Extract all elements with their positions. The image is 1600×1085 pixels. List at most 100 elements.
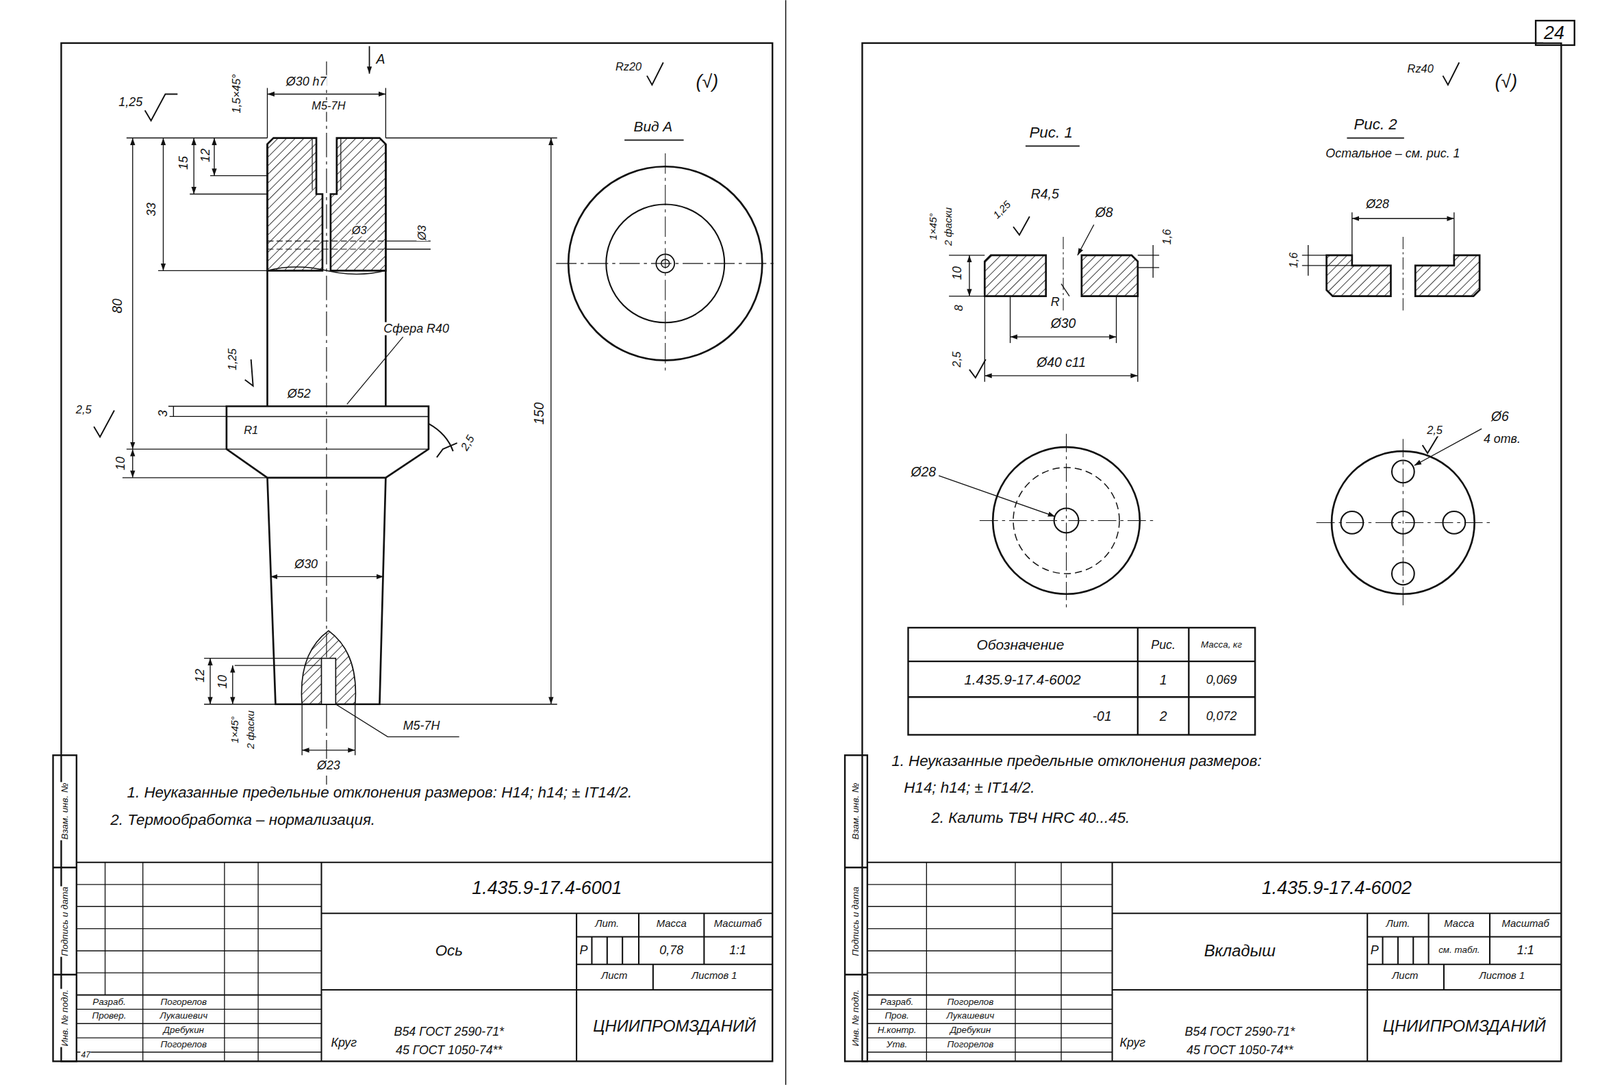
drawing-text: 12 — [198, 147, 212, 163]
drawing-text: Ø23 — [316, 758, 341, 772]
drawing-text: Сфера R40 — [382, 322, 450, 336]
drawing-text: 3 — [156, 409, 170, 418]
insert-drawing — [1063, 236, 1064, 311]
drawing-text: Инв. № подл. — [60, 989, 70, 1048]
drawing-text: В54 ГОСТ 2590-71* — [1184, 1024, 1297, 1038]
drawing-text: Листов 1 — [1478, 971, 1527, 983]
drawing-text: Погорелов — [946, 997, 995, 1008]
drawing-text: 1.435.9-17.4-6001 — [471, 878, 623, 898]
axle-drawing — [226, 406, 429, 478]
insert-drawing — [984, 255, 1046, 297]
drawing-text: Масса — [655, 919, 688, 931]
insert-drawing — [1402, 438, 1404, 608]
drawing-text: ЦНИИПРОМЗДАНИЙ — [1382, 1018, 1547, 1036]
dimension-lines — [270, 576, 384, 578]
insert-dimensions — [1307, 245, 1309, 276]
title-block — [606, 937, 608, 965]
insert-dimensions — [968, 255, 970, 297]
title-block — [257, 862, 259, 1062]
insert-drawing — [1326, 255, 1392, 297]
dimension-lines — [204, 703, 302, 705]
insert-dimensions — [1137, 267, 1160, 268]
drawing-text: Rz40 — [1406, 63, 1435, 76]
dimension-lines — [301, 749, 356, 751]
drawing-text: Провер. — [91, 1011, 127, 1021]
dimension-lines — [385, 137, 557, 139]
drawing-text: 2,5 — [75, 404, 93, 417]
drawing-text: 1×45° — [230, 715, 241, 745]
drawing-text: 45 ГОСТ 1050-74** — [395, 1043, 504, 1057]
title-block — [867, 994, 1113, 996]
drawing-text: Вид А — [632, 119, 673, 135]
drawing-text: 2. Калить ТВЧ HRC 40...45. — [930, 810, 1131, 827]
dimension-lines — [267, 88, 268, 139]
roughness-signs — [93, 410, 115, 437]
drawing-text: Круг — [1119, 1036, 1147, 1050]
drawing-text: 80 — [110, 297, 124, 315]
sheet-frame — [53, 0, 1575, 1085]
drawing-text: Масса, кг — [1200, 640, 1243, 650]
insert-dimensions — [1137, 254, 1160, 256]
drawing-text: 1:1 — [1516, 943, 1535, 957]
title-block — [867, 884, 1113, 1053]
axle-drawing — [226, 448, 429, 450]
insert-dimensions — [1077, 224, 1095, 256]
spec-table — [907, 660, 1255, 663]
dimension-lines — [267, 93, 386, 95]
drawing-text: Р — [1369, 943, 1380, 957]
drawing-text: Ø28 — [910, 464, 938, 478]
drawing-text: 2,5 — [950, 350, 963, 368]
drawing-text: (√) — [695, 71, 720, 92]
title-block — [320, 862, 322, 1062]
drawing-text: 1. Неуказанные предельные отклонения раз… — [890, 753, 1262, 769]
drawing-text: Инв. № подл. — [851, 989, 861, 1048]
drawing-text: Рис. — [1150, 638, 1177, 652]
drawing-text: Ø3 — [351, 224, 368, 237]
drawing-text: Дребукин — [162, 1025, 205, 1036]
insert-dimensions — [1352, 218, 1455, 220]
title-block — [76, 1009, 322, 1010]
title-block — [575, 913, 578, 1062]
drawing-text: 2,5 — [458, 432, 477, 454]
drawing-text: 1.435.9-17.4-6002 — [963, 672, 1082, 688]
dimension-lines — [379, 703, 557, 705]
drawing-text: см. табл. — [1437, 945, 1481, 956]
title-block — [321, 912, 773, 914]
title-block — [703, 913, 705, 965]
drawing-text: Масштаб — [1500, 919, 1551, 931]
title-block — [1112, 912, 1562, 914]
title-block — [76, 884, 322, 1053]
view-a — [624, 139, 684, 142]
title-block — [867, 972, 1113, 973]
drawing-text: 4 отв. — [1482, 432, 1522, 446]
dimension-lines — [168, 416, 227, 417]
drawing-text: Ø28 — [1365, 197, 1390, 211]
sheet-frame — [861, 43, 1561, 1062]
insert-dimensions — [1414, 428, 1482, 466]
insert-dimensions — [938, 475, 1056, 517]
drawing-text: Погорелов — [159, 997, 208, 1008]
dimension-lines — [354, 704, 356, 756]
title-block — [76, 861, 773, 864]
drawing-text: R1 — [243, 424, 259, 437]
drawing-text: Взам. инв. № — [60, 781, 70, 841]
insert-dimensions — [1010, 336, 1117, 338]
dimension-lines — [385, 248, 431, 250]
drawing-text: Рис. 1 — [1028, 124, 1073, 141]
dimension-lines — [122, 477, 268, 478]
insert-dimensions — [1302, 264, 1353, 266]
dimension-lines — [204, 657, 322, 659]
title-block — [1060, 862, 1062, 1062]
drawing-text: Разраб. — [879, 997, 915, 1008]
drawing-text: 10 — [216, 674, 230, 690]
roughness-signs — [646, 62, 664, 85]
axle-drawing — [266, 143, 269, 406]
insert-dimensions — [1137, 296, 1138, 383]
spec-table — [907, 696, 1255, 698]
dimension-lines — [158, 270, 268, 272]
dimension-lines — [132, 138, 133, 450]
axle-drawing — [384, 143, 387, 406]
drawing-text: Вкладыш — [1203, 942, 1277, 960]
title-block — [321, 989, 773, 991]
